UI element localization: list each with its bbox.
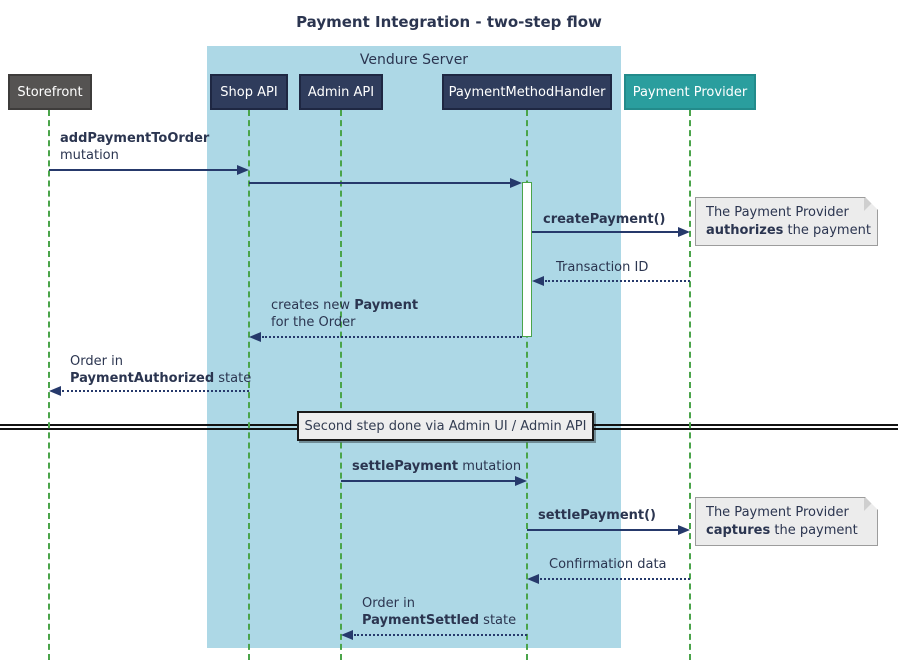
message-label: settlePayment() bbox=[538, 508, 656, 523]
participant-label: PaymentMethodHandler bbox=[448, 84, 606, 100]
arrow-left-icon bbox=[532, 276, 544, 286]
arrow-right-icon bbox=[515, 476, 527, 486]
vendure-server-box: Vendure Server bbox=[207, 46, 621, 648]
arrow-left-icon bbox=[527, 574, 539, 584]
note-line: authorizes the payment bbox=[706, 223, 871, 238]
message-label: createPayment() bbox=[543, 212, 666, 227]
lifeline-admin-api bbox=[340, 110, 342, 660]
message-label: Transaction ID bbox=[556, 260, 649, 275]
note-line: The Payment Provider bbox=[706, 505, 849, 520]
message-label: Order in bbox=[362, 596, 415, 611]
participant-label: Payment Provider bbox=[632, 84, 748, 100]
activation-bar bbox=[522, 182, 532, 337]
arrow-line bbox=[527, 529, 679, 531]
arrow-right-icon bbox=[237, 165, 249, 175]
arrow-right-icon bbox=[510, 178, 522, 188]
message-label: settlePayment mutation bbox=[352, 459, 522, 474]
divider-label: Second step done via Admin UI / Admin AP… bbox=[304, 418, 587, 434]
arrow-line bbox=[354, 634, 527, 636]
message-label: for the Order bbox=[271, 315, 356, 330]
arrow-left-icon bbox=[249, 332, 261, 342]
participant-label: Admin API bbox=[307, 84, 375, 100]
arrow-line bbox=[62, 390, 249, 392]
arrow-line bbox=[532, 231, 679, 233]
note-authorize: The Payment Provider authorizes the paym… bbox=[695, 197, 878, 246]
participant-payment-method-handler: PaymentMethodHandler bbox=[442, 74, 612, 110]
arrow-left-icon bbox=[49, 386, 61, 396]
participant-label: Shop API bbox=[220, 84, 278, 100]
divider-label-box: Second step done via Admin UI / Admin AP… bbox=[297, 411, 594, 441]
message-label: PaymentAuthorized state bbox=[70, 371, 252, 386]
arrow-line bbox=[540, 578, 690, 580]
arrow-line bbox=[341, 480, 516, 482]
message-label: Order in bbox=[70, 354, 123, 369]
note-line: The Payment Provider bbox=[706, 205, 849, 220]
message-label: PaymentSettled state bbox=[362, 613, 517, 628]
participant-payment-provider: Payment Provider bbox=[624, 74, 756, 110]
arrow-line bbox=[545, 280, 690, 282]
note-capture: The Payment Provider captures the paymen… bbox=[695, 497, 878, 546]
lifeline-payment-provider bbox=[689, 110, 691, 660]
arrow-left-icon bbox=[341, 630, 353, 640]
lifeline-storefront bbox=[48, 110, 50, 660]
arrow-right-icon bbox=[678, 525, 690, 535]
note-fold-icon bbox=[864, 198, 877, 211]
message-label: Confirmation data bbox=[549, 557, 667, 572]
vendure-server-label: Vendure Server bbox=[359, 52, 469, 68]
note-fold-icon bbox=[864, 498, 877, 511]
participant-shop-api: Shop API bbox=[210, 74, 288, 110]
note-line: captures the payment bbox=[706, 523, 858, 538]
message-label: addPaymentToOrder bbox=[60, 131, 210, 146]
participant-storefront: Storefront bbox=[8, 74, 92, 110]
diagram-title: Payment Integration - two-step flow bbox=[296, 13, 602, 31]
arrow-line bbox=[262, 336, 522, 338]
arrow-line bbox=[249, 182, 511, 184]
message-label: creates new Payment bbox=[271, 298, 419, 313]
message-label: mutation bbox=[60, 148, 119, 163]
participant-label: Storefront bbox=[17, 84, 83, 100]
lifeline-payment-method-handler bbox=[526, 110, 528, 660]
participant-admin-api: Admin API bbox=[299, 74, 383, 110]
arrow-right-icon bbox=[678, 227, 690, 237]
arrow-line bbox=[49, 169, 238, 171]
lifeline-shop-api bbox=[248, 110, 250, 660]
